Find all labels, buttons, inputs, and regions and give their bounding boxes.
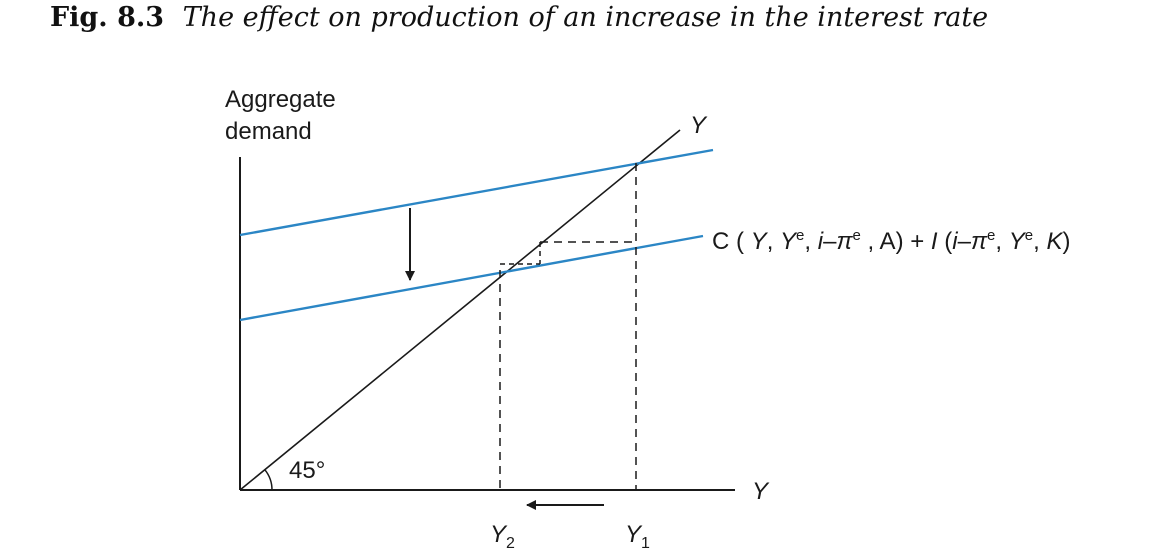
tick-label-y1: Y1	[625, 521, 650, 552]
figure-number: Fig. 8.3	[50, 2, 165, 33]
demand-line-new	[239, 234, 704, 322]
angle-arc	[264, 469, 273, 491]
diagonal-label: Y	[690, 112, 708, 139]
demand-line-initial	[239, 148, 714, 237]
x-axis-label: Y	[752, 478, 770, 505]
demand-curve-label: C ( Y, Ye, i–πe , A) + I (i–πe, Ye, K)	[712, 227, 1070, 255]
tick-label-y2: Y2	[490, 521, 515, 552]
45-degree-line	[239, 129, 681, 491]
angle-label: 45°	[289, 457, 325, 484]
figure-caption: The effect on production of an increase …	[182, 2, 989, 33]
figure-title: Fig. 8.3 The effect on production of an …	[50, 2, 988, 33]
y-axis-label-line1: Aggregate	[225, 86, 336, 113]
y-axis-label-line2: demand	[225, 118, 312, 145]
